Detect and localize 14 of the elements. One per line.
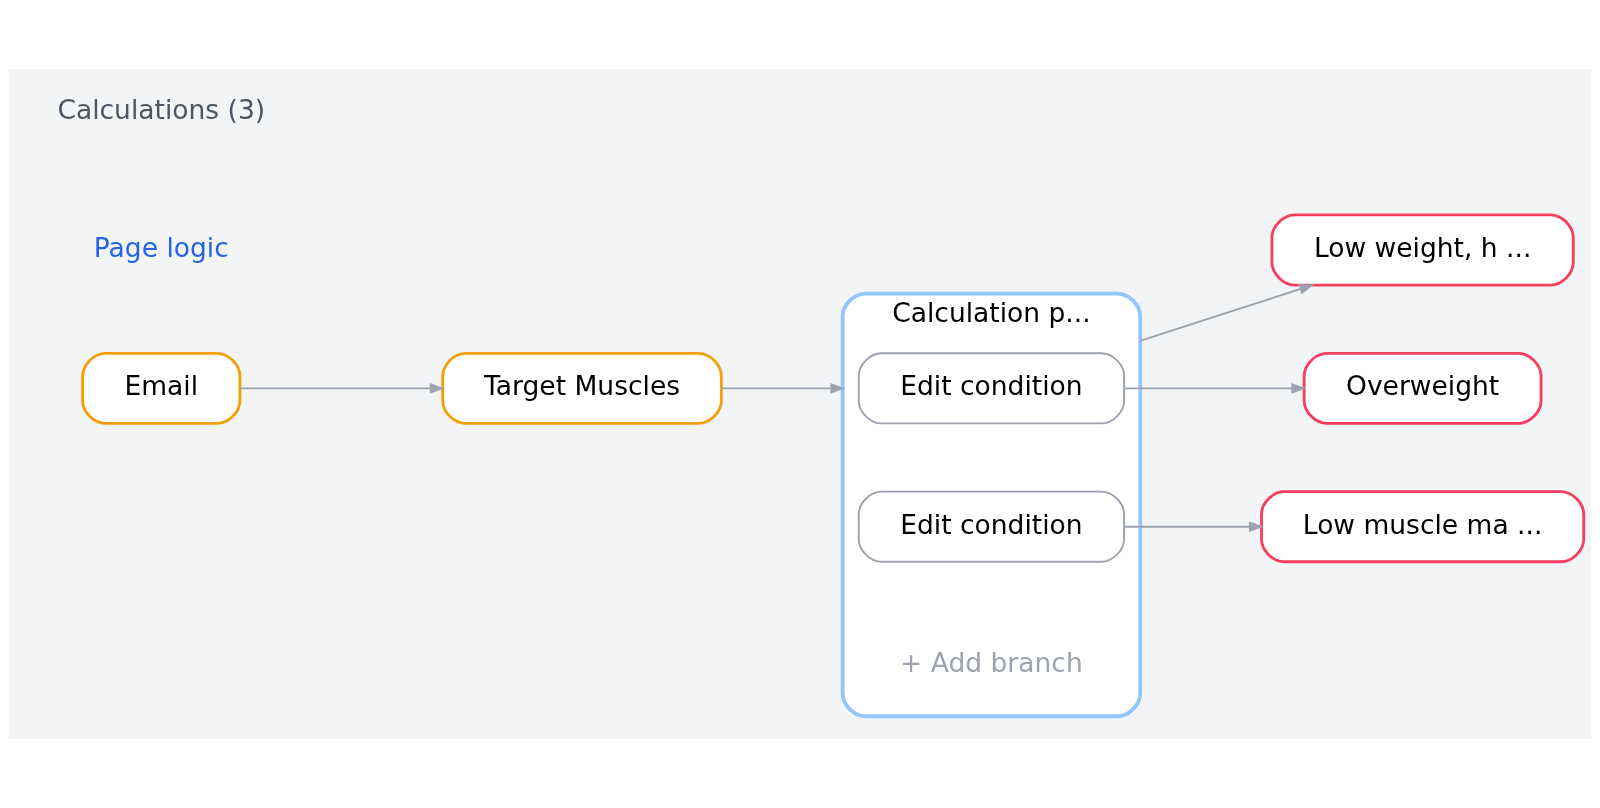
node-box: Low muscle ma ... xyxy=(1260,490,1586,564)
node-box: Low weight, h ... xyxy=(1270,213,1575,287)
node-box: Overweight xyxy=(1302,351,1543,425)
arrow xyxy=(1139,284,1315,342)
node-box: Target Muscles xyxy=(441,351,723,425)
node-box: Edit condition xyxy=(857,352,1126,425)
node-box: Edit condition xyxy=(857,490,1126,563)
label: Page logic xyxy=(93,232,229,264)
arrow xyxy=(1123,383,1307,394)
node-box: Email xyxy=(81,351,242,425)
arrow xyxy=(720,383,846,394)
label: Calculations (3) xyxy=(57,93,266,125)
arrow xyxy=(1123,521,1265,533)
arrow xyxy=(239,383,445,394)
